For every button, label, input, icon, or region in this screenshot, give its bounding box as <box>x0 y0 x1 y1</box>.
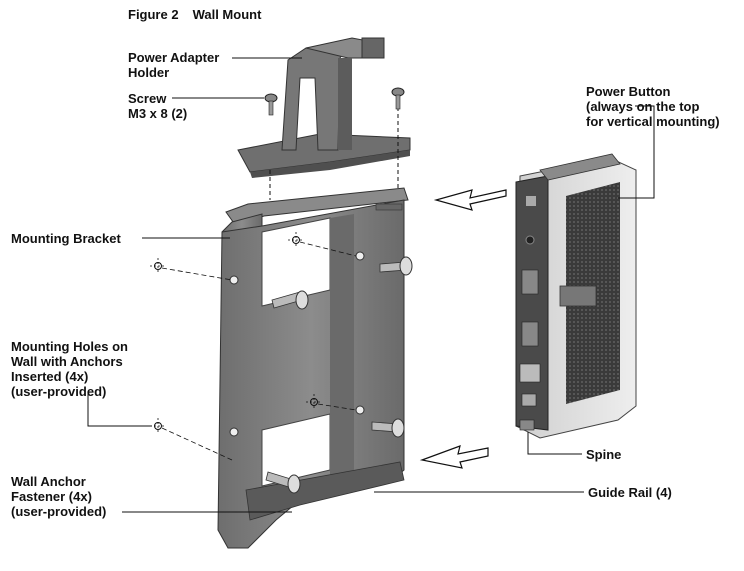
label-line: Fastener (4x) <box>11 489 92 504</box>
label-wall-anchor-fastener: Wall Anchor Fastener (4x) (user-provided… <box>11 474 106 519</box>
label-line: Mounting Holes on <box>11 339 128 354</box>
label-guide-rail: Guide Rail (4) <box>588 485 672 500</box>
thin-client-device <box>515 153 637 439</box>
label-mounting-bracket: Mounting Bracket <box>11 231 121 246</box>
fastener-1 <box>271 290 309 310</box>
power-adapter-holder-part <box>237 37 411 200</box>
label-line: (user-provided) <box>11 504 107 519</box>
fastener-4 <box>265 471 301 494</box>
screw-part <box>264 87 405 116</box>
label-power-button: Power Button (always on the top for vert… <box>586 84 720 129</box>
label-line: Inserted (4x) <box>11 369 89 384</box>
figure-caption: Wall Mount <box>192 7 262 22</box>
fastener-3 <box>371 418 405 438</box>
label-screw: Screw M3 x 8 (2) <box>128 91 187 121</box>
slide-arrow-bottom <box>419 445 489 469</box>
label-line: Power Adapter <box>128 50 220 65</box>
figure-title: Figure 2 Wall Mount <box>128 7 261 22</box>
label-line: Screw <box>128 91 167 106</box>
mounting-bracket-part <box>217 187 409 549</box>
label-mounting-holes: Mounting Holes on Wall with Anchors Inse… <box>11 339 128 399</box>
label-line: Guide Rail (4) <box>588 485 672 500</box>
label-line: for vertical mounting) <box>586 114 720 129</box>
label-line: Wall Anchor <box>11 474 86 489</box>
figure-number: Figure 2 <box>128 7 179 22</box>
label-power-adapter-holder: Power Adapter Holder <box>128 50 219 80</box>
wall-anchor-fasteners <box>265 256 413 494</box>
label-line: Wall with Anchors <box>11 354 123 369</box>
wall-anchor-marks <box>150 232 357 461</box>
leader-lines <box>87 57 655 513</box>
label-line: (always on the top <box>586 99 700 114</box>
label-line: Mounting Bracket <box>11 231 121 246</box>
label-line: Power Button <box>586 84 671 99</box>
label-line: (user-provided) <box>11 384 107 399</box>
label-line: M3 x 8 (2) <box>128 106 188 121</box>
label-spine: Spine <box>586 447 621 462</box>
label-line: Spine <box>586 447 622 462</box>
fastener-2 <box>379 256 413 276</box>
slide-arrow-top <box>433 189 507 211</box>
label-line: Holder <box>128 65 170 80</box>
